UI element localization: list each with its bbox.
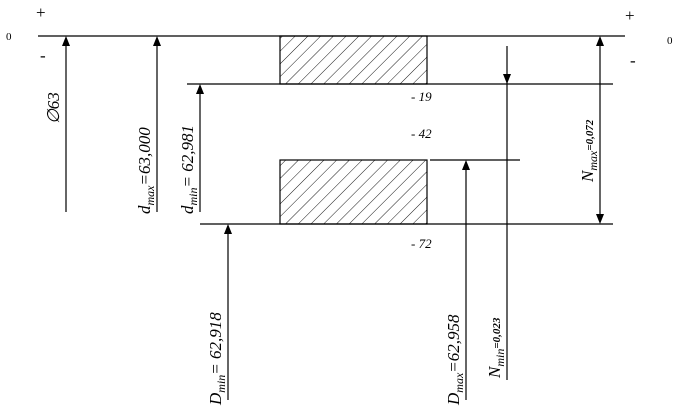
Dmin-arrowhead: [224, 224, 232, 234]
dmax-label: dmax=63,000: [135, 127, 157, 214]
deviation-EI: - 72: [411, 236, 432, 251]
Nmax-label: Nmax=0,072: [578, 119, 600, 183]
nominal-diameter-label: ∅63: [44, 92, 63, 124]
minus-left: -: [40, 46, 46, 65]
deviation-ei: - 42: [411, 126, 432, 141]
dmin-label: dmin= 62,981: [178, 125, 200, 214]
plus-left: +: [36, 3, 46, 22]
nominal-arrowhead: [62, 36, 70, 46]
minus-right: -: [630, 51, 636, 70]
dmax-arrowhead: [153, 36, 161, 46]
shaft-tolerance-zone: [279, 35, 428, 85]
Nmin-arrowhead: [503, 74, 511, 84]
dmin-arrowhead: [196, 84, 204, 94]
Nmax-arrowhead-top: [596, 36, 604, 46]
Dmax-arrowhead: [462, 160, 470, 170]
Nmax-arrowhead-bottom: [596, 214, 604, 224]
Nmin-label: Nmin=0,023: [485, 317, 507, 379]
plus-right: +: [625, 6, 635, 25]
Dmax-label: Dmax=62,958: [444, 314, 466, 406]
zero-left: 0: [6, 31, 12, 43]
deviation-es: - 19: [411, 89, 432, 104]
Dmin-label: Dmin= 62,918: [206, 312, 228, 406]
hole-tolerance-zone: [279, 159, 428, 225]
zero-right: 0: [667, 35, 673, 47]
